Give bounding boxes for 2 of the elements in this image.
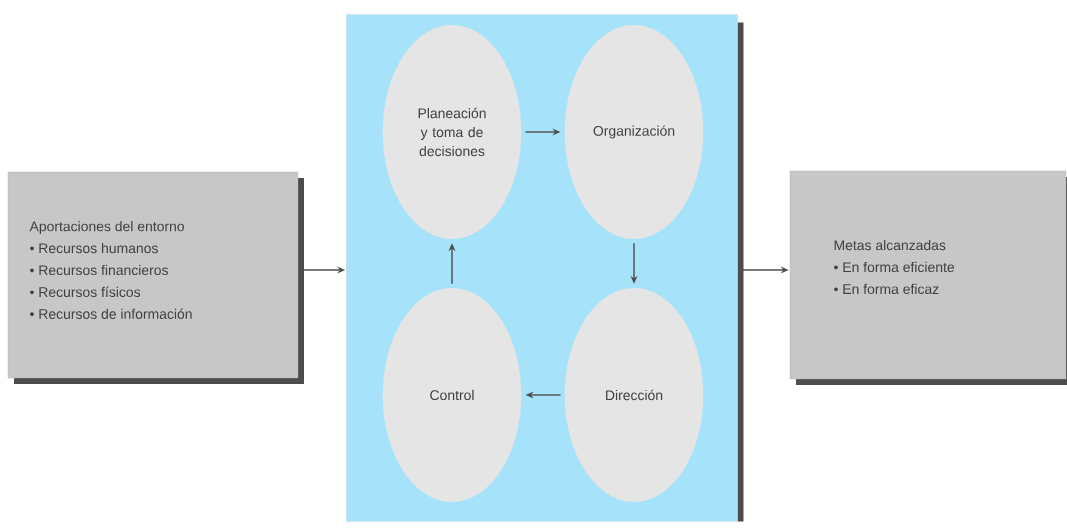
output-box: Metas alcanzadas • En forma eficiente • En forma eficaz <box>789 170 1067 385</box>
input-box: Aportaciones del entorno • Recursos humanos • Recursos financieros • Recursos físicos • Recursos de información <box>7 171 304 384</box>
